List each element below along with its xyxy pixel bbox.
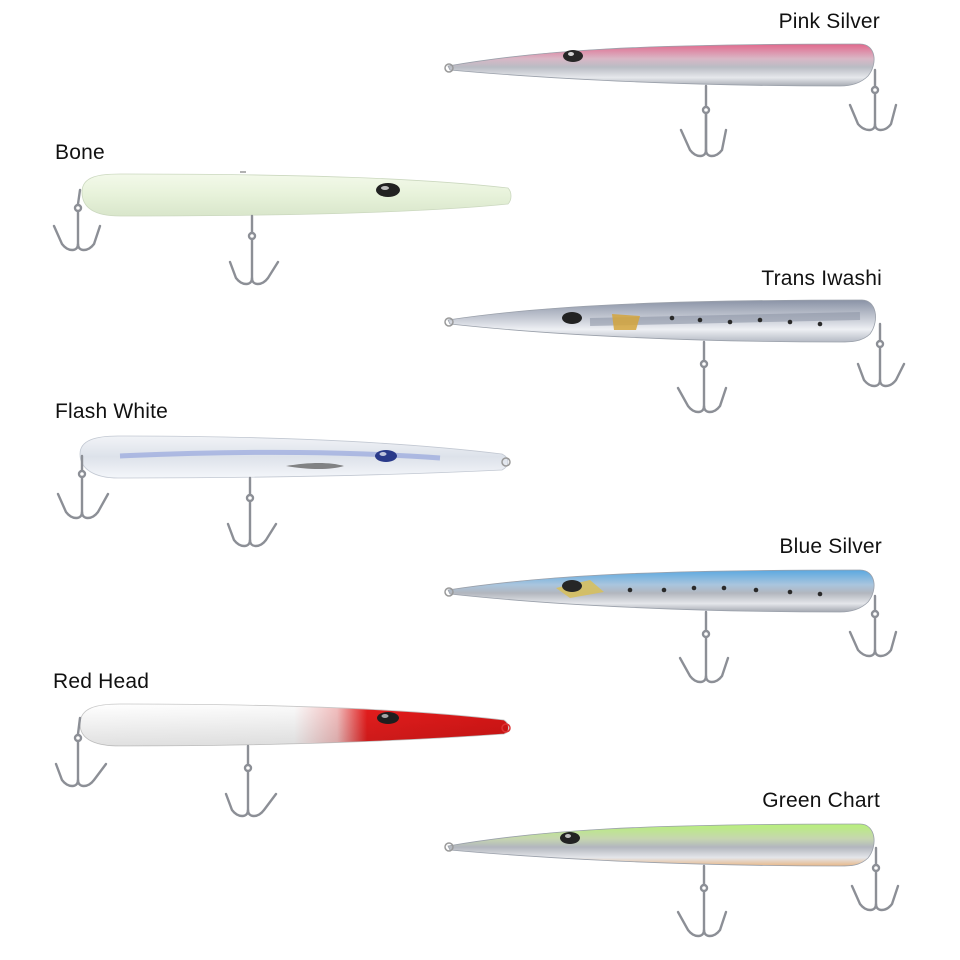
lure-bone bbox=[52, 171, 512, 286]
lure-label-pink-silver: Pink Silver bbox=[778, 10, 880, 33]
lure-blue-silver bbox=[444, 569, 898, 684]
lure-label-red-head: Red Head bbox=[53, 670, 150, 693]
lure-label-flash-white: Flash White bbox=[55, 400, 169, 423]
lure-red-head bbox=[54, 703, 511, 818]
lure-pink-silver bbox=[444, 43, 898, 158]
lure-label-blue-silver: Blue Silver bbox=[779, 535, 882, 558]
lure-label-bone: Bone bbox=[55, 141, 105, 164]
lure-label-trans-iwashi: Trans Iwashi bbox=[761, 267, 882, 290]
lure-label-green-chart: Green Chart bbox=[762, 789, 880, 812]
lure-green-chart bbox=[444, 823, 900, 938]
lure-trans-iwashi bbox=[444, 299, 906, 414]
lure-flash-white bbox=[56, 435, 511, 548]
